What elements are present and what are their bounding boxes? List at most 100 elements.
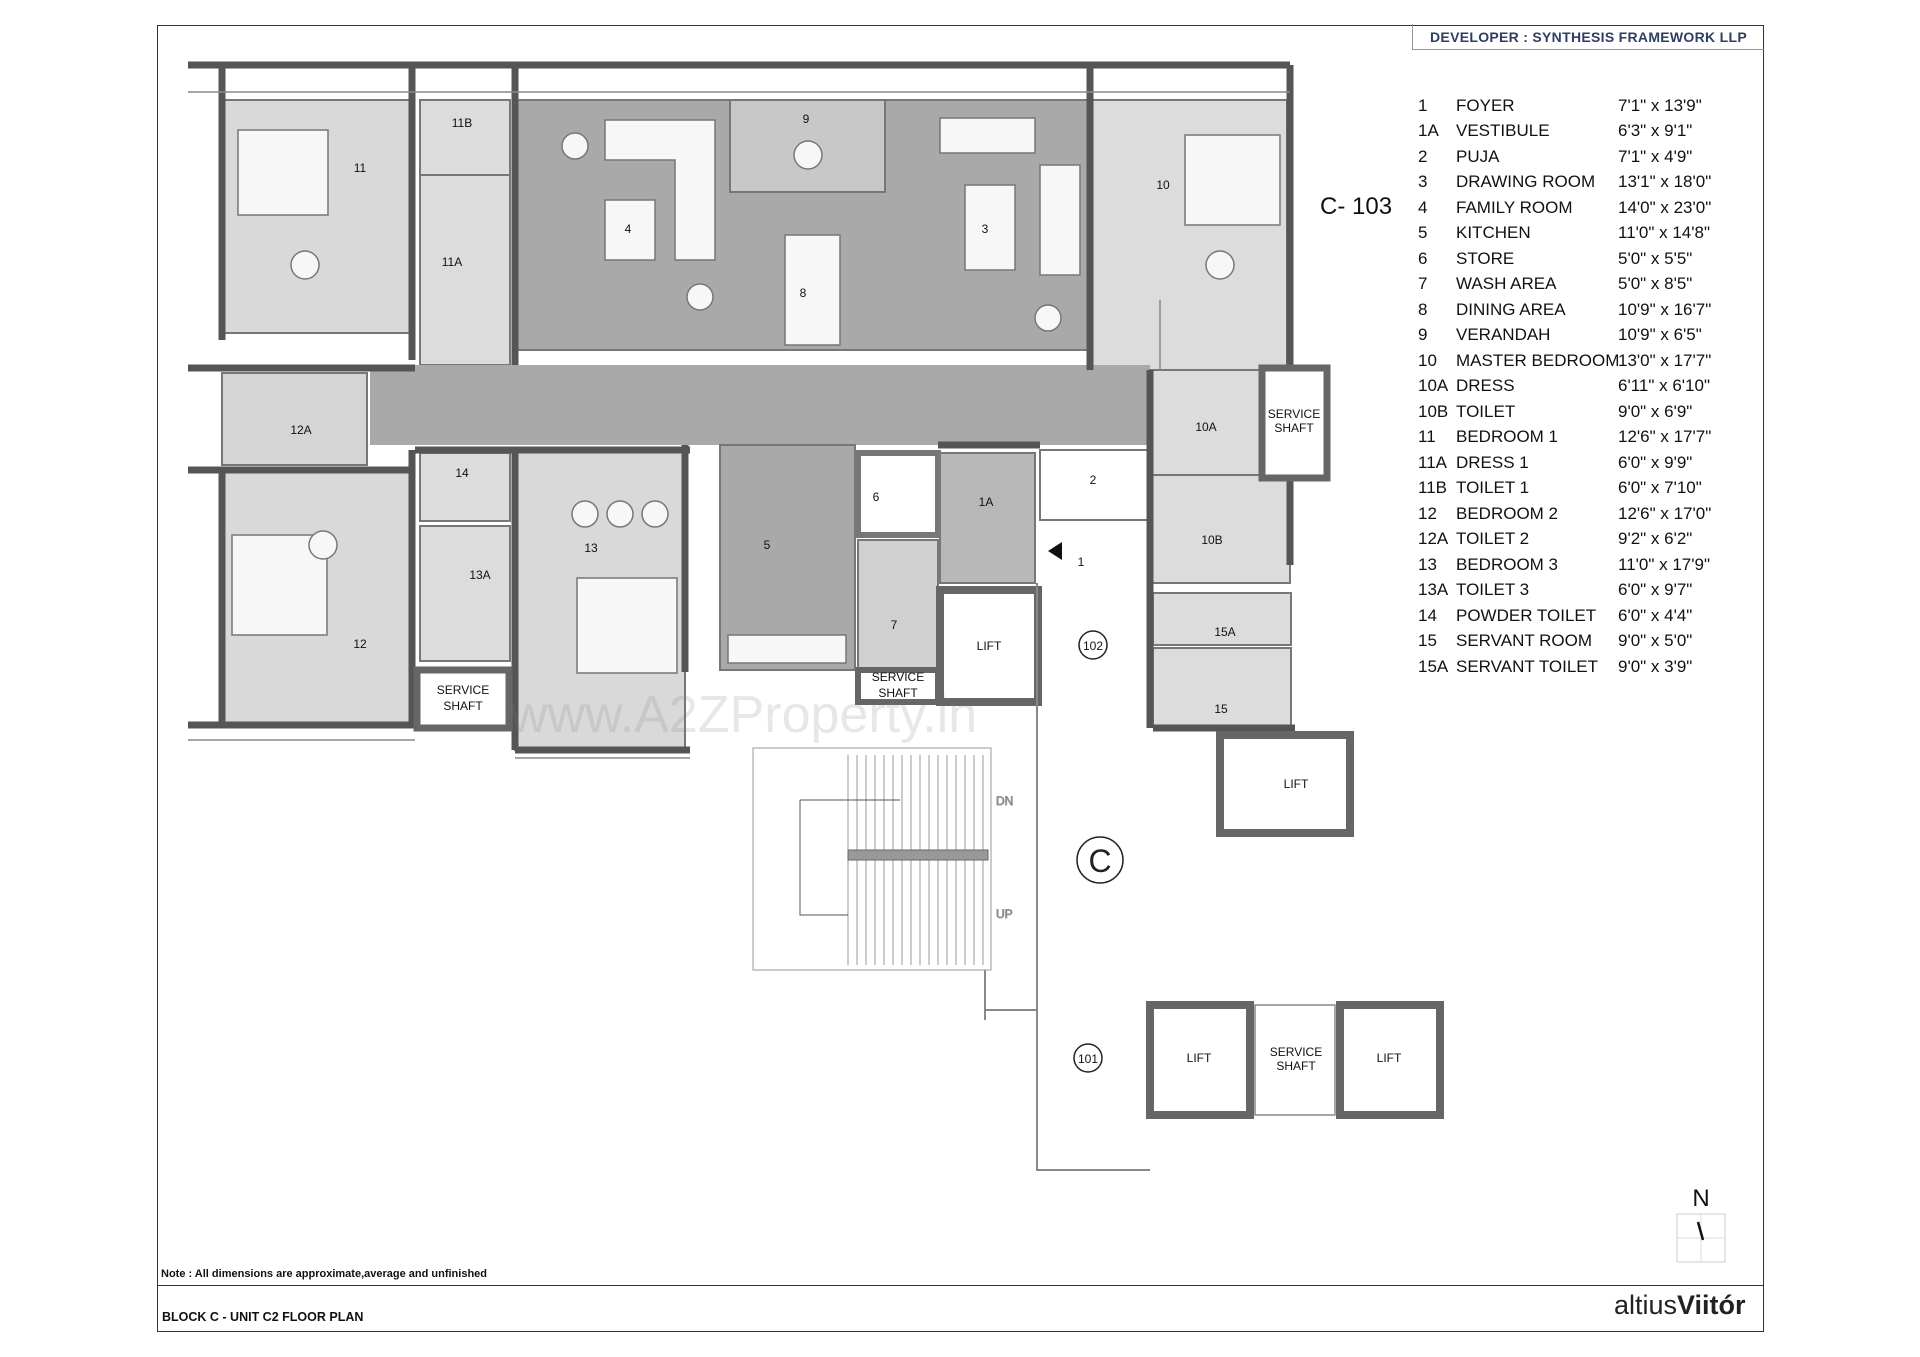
sofa-drawing-2 bbox=[1039, 164, 1081, 276]
coffee-table-family bbox=[604, 199, 656, 261]
legend-size: 10'9" x 16'7" bbox=[1618, 299, 1712, 319]
legend-name: SERVANT ROOM bbox=[1456, 631, 1593, 651]
legend-num: 15A bbox=[1418, 656, 1449, 676]
service-shaft-2-label-2: SHAFT bbox=[443, 699, 483, 713]
legend-name: DINING AREA bbox=[1456, 299, 1566, 319]
stair-up-label: UP bbox=[996, 907, 1013, 921]
legend-name: WASH AREA bbox=[1456, 274, 1557, 294]
room-servant-toilet bbox=[1152, 592, 1292, 646]
legend-size: 9'0" x 5'0" bbox=[1618, 631, 1693, 651]
legend-size: 10'9" x 6'5" bbox=[1618, 325, 1702, 345]
label-room-6: 6 bbox=[873, 490, 880, 504]
legend-size: 5'0" x 5'5" bbox=[1618, 248, 1693, 268]
legend-name: PUJA bbox=[1456, 146, 1500, 166]
legend-num: 10 bbox=[1418, 350, 1437, 370]
glazing bbox=[188, 91, 1290, 759]
sofa-family bbox=[604, 119, 716, 261]
legend-name: STORE bbox=[1456, 248, 1515, 268]
lift-4 bbox=[1336, 1001, 1444, 1119]
legend-num: 12 bbox=[1418, 503, 1437, 523]
legend-size: 6'11" x 6'10" bbox=[1618, 376, 1710, 396]
furniture bbox=[231, 117, 1281, 674]
label-room-1a: 1A bbox=[979, 495, 994, 509]
service-shaft-4 bbox=[1254, 1004, 1336, 1116]
label-room-11a: 11A bbox=[442, 255, 462, 269]
label-room-1: 1 bbox=[1078, 555, 1085, 569]
coffee-table-drawing bbox=[964, 184, 1016, 271]
legend-num: 12A bbox=[1418, 529, 1449, 549]
legend-size: 6'3" x 9'1" bbox=[1618, 121, 1693, 141]
brand-part-2: Viitór bbox=[1677, 1290, 1746, 1320]
dining-table bbox=[784, 234, 841, 346]
bed-bedroom-2 bbox=[231, 534, 328, 636]
room-dress-1 bbox=[419, 174, 511, 366]
room-powder-toilet bbox=[419, 452, 511, 522]
developer-title: DEVELOPER : SYNTHESIS FRAMEWORK LLP bbox=[1412, 24, 1764, 50]
legend-name: VESTIBULE bbox=[1456, 121, 1550, 141]
legend-num: 4 bbox=[1418, 197, 1428, 217]
footer-divider bbox=[157, 1285, 1764, 1286]
lift-4-label: LIFT bbox=[1377, 1051, 1402, 1065]
legend-size: 13'0" x 17'7" bbox=[1618, 350, 1712, 370]
legend-num: 14 bbox=[1418, 605, 1437, 625]
corridor bbox=[370, 365, 1150, 445]
kitchen-counter bbox=[727, 634, 847, 664]
brand-logo: altiusViitór bbox=[1614, 1290, 1746, 1321]
verandah-table bbox=[793, 140, 823, 170]
label-room-15: 15 bbox=[1214, 702, 1228, 716]
walls bbox=[188, 61, 1295, 754]
service-shaft-1-label-2: SHAFT bbox=[1274, 421, 1314, 435]
service-shaft-4-label: SERVICE bbox=[1270, 1045, 1322, 1059]
drawing-sheet-border bbox=[157, 25, 1764, 1332]
lift-2-label: LIFT bbox=[1284, 777, 1309, 791]
legend-size: 6'0" x 9'9" bbox=[1618, 452, 1693, 472]
service-shaft-2 bbox=[413, 666, 513, 732]
stair-down-label: DN bbox=[996, 794, 1013, 808]
unit-code: C- 103 bbox=[1320, 193, 1393, 220]
legend-num: 15 bbox=[1418, 631, 1437, 651]
room-toilet-3 bbox=[419, 525, 511, 662]
room-toilet bbox=[1149, 474, 1291, 584]
legend-name: TOILET 2 bbox=[1456, 529, 1530, 549]
legend-name: DRESS bbox=[1456, 376, 1515, 396]
label-room-11b: 11B bbox=[452, 116, 472, 130]
legend-name: TOILET 1 bbox=[1456, 478, 1530, 498]
legend-num: 13A bbox=[1418, 580, 1449, 600]
room-dress bbox=[1149, 369, 1261, 476]
legend-size: 9'0" x 6'9" bbox=[1618, 401, 1693, 421]
lobby-walls bbox=[984, 583, 1150, 1171]
legend-size: 12'6" x 17'0" bbox=[1618, 503, 1712, 523]
bed-bedroom-3 bbox=[576, 577, 678, 674]
legend-num: 10A bbox=[1418, 376, 1449, 396]
room-labels: 11 11B 11A 4 9 8 3 10 12A 14 13A 12 13 5… bbox=[290, 112, 1235, 716]
label-room-2: 2 bbox=[1090, 473, 1097, 487]
legend-size: 5'0" x 8'5" bbox=[1618, 274, 1693, 294]
legend-name: TOILET 3 bbox=[1456, 580, 1530, 600]
legend-size: 12'6" x 17'7" bbox=[1618, 427, 1712, 447]
label-room-7: 7 bbox=[891, 618, 898, 632]
legend-num: 11A bbox=[1418, 452, 1447, 472]
label-room-9: 9 bbox=[803, 112, 810, 126]
legend-num: 6 bbox=[1418, 248, 1428, 268]
service-shaft-1-label: SERVICE bbox=[1268, 407, 1320, 421]
unit-markers: 102 101 C bbox=[1048, 542, 1124, 1073]
legend-row: 6 STORE 5'0" x 5'5" bbox=[1418, 246, 1748, 272]
service-shaft-3-label-2: SHAFT bbox=[878, 686, 918, 700]
service-shaft-2-label: SERVICE bbox=[437, 683, 489, 697]
legend-num: 9 bbox=[1418, 325, 1428, 345]
label-room-10b: 10B bbox=[1201, 533, 1222, 547]
legend-row: 10A DRESS 6'11" x 6'10" bbox=[1418, 374, 1748, 400]
label-room-12: 12 bbox=[353, 637, 367, 651]
lift-2 bbox=[1216, 731, 1354, 837]
